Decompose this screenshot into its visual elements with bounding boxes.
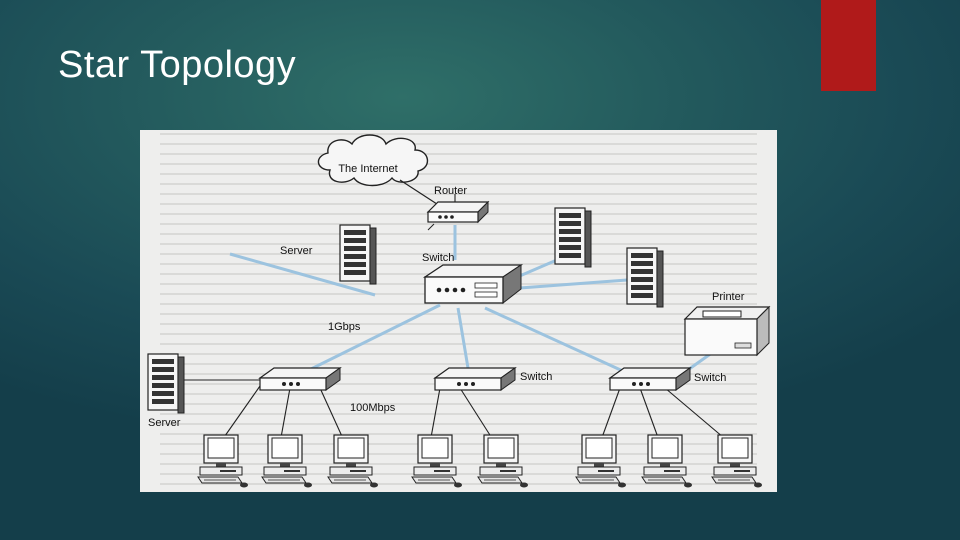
router-icon — [426, 200, 490, 231]
topology-figure: The Internet Router Server Switch — [140, 130, 777, 492]
server-bottom-icon — [147, 353, 185, 414]
internet-label: The Internet — [338, 163, 397, 175]
switch-mid-label: Switch — [520, 371, 552, 383]
network-links — [229, 225, 731, 374]
switch-left-icon — [259, 367, 341, 391]
slide-title: Star Topology — [58, 44, 297, 86]
server-bottom-label: Server — [148, 417, 181, 429]
topology-diagram: The Internet Router Server Switch — [140, 130, 777, 492]
server-right-2-icon — [626, 247, 664, 308]
switch-mid-icon — [434, 367, 516, 391]
speed-100mbps-label: 100Mbps — [350, 402, 396, 414]
central-switch-icon — [422, 264, 524, 305]
server-top-icon — [339, 224, 377, 285]
server-right-1-icon — [554, 207, 592, 268]
lan-cables — [170, 194, 731, 444]
internet-cloud: The Internet — [317, 134, 429, 187]
router-label: Router — [434, 185, 467, 197]
speed-1gbps-label: 1Gbps — [328, 321, 361, 333]
switch-right-icon — [609, 367, 691, 391]
switch-center-label: Switch — [422, 252, 454, 264]
switch-right-label: Switch — [694, 372, 726, 384]
printer-label: Printer — [712, 291, 745, 303]
server-top-label: Server — [280, 245, 313, 257]
accent-bar — [821, 0, 876, 91]
printer-icon — [683, 305, 771, 357]
